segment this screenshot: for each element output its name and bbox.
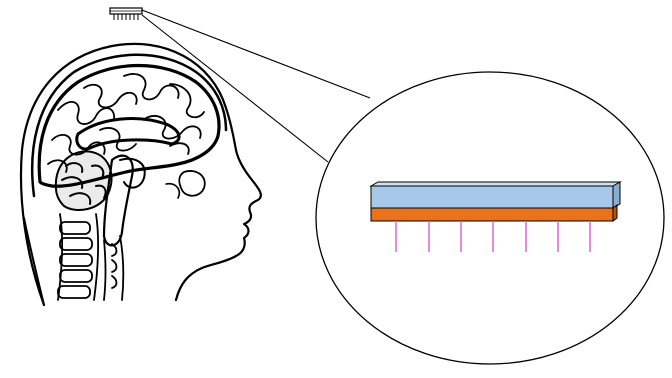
magnified-view <box>316 72 664 364</box>
electrode-top-layer <box>371 182 620 208</box>
neck-line <box>24 218 44 305</box>
implant-pins <box>114 14 138 20</box>
spinal-column <box>58 214 123 300</box>
sinus-2 <box>166 184 179 198</box>
sinus <box>179 171 205 196</box>
implant-device <box>110 8 142 20</box>
head-illustration <box>21 44 261 305</box>
zoom-lines <box>142 10 370 162</box>
cerebellum <box>56 151 112 210</box>
